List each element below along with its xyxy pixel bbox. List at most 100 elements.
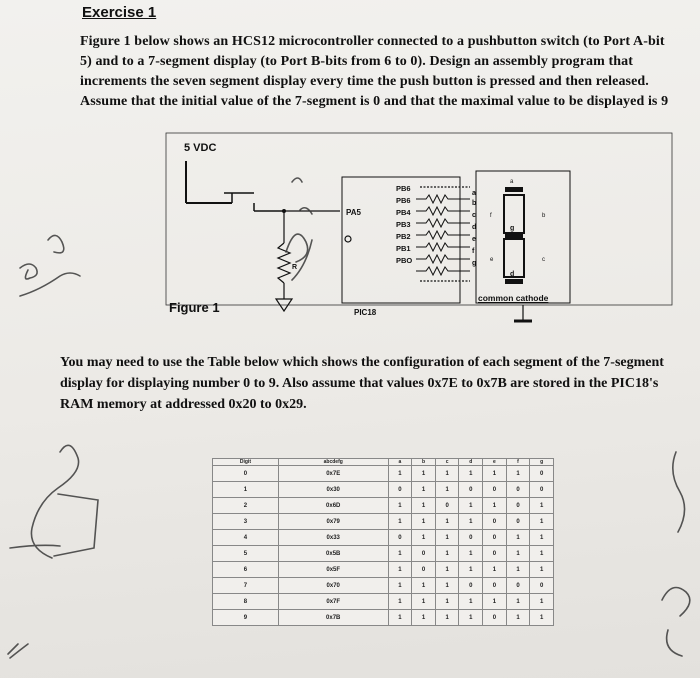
table-cell: 1: [411, 577, 436, 594]
table-cell: 1: [482, 465, 507, 482]
table-cell: 0x7F: [277, 593, 389, 610]
table-cell: 0x7B: [277, 609, 389, 626]
table-header-cell: g: [529, 458, 554, 466]
table-cell: 0: [212, 465, 279, 482]
figure-label: Figure 1: [169, 300, 220, 315]
supply-label: 5 VDC: [184, 142, 216, 154]
table-cell: 1: [411, 481, 436, 498]
table-cell: 0x7E: [277, 465, 389, 482]
table-cell: 1: [458, 609, 484, 626]
table-cell: 0x5F: [277, 561, 389, 578]
table-cell: 1: [434, 609, 460, 626]
table-header-cell: b: [411, 458, 436, 466]
pin-pb3: PB3: [396, 220, 411, 229]
table-cell: 0x5B: [277, 545, 389, 562]
table-cell: 1: [505, 593, 531, 610]
table-cell: 0: [434, 497, 460, 514]
table-cell: 4: [212, 529, 279, 546]
table-cell: 0x79: [277, 513, 389, 530]
table-cell: 2: [212, 497, 279, 514]
table-cell: 1: [387, 561, 413, 578]
table-cell: 0: [505, 497, 531, 514]
table-cell: 5: [212, 545, 279, 562]
table-cell: 0: [529, 577, 554, 594]
table-cell: 1: [387, 545, 413, 562]
table-cell: 1: [411, 513, 436, 530]
table-cell: 1: [411, 609, 436, 626]
table-cell: 1: [387, 609, 413, 626]
disp-d: d: [510, 271, 514, 278]
table-cell: 0: [482, 545, 507, 562]
circuit-figure: 5 VDC PA5 PB6 PB6 PB4 PB3 PB2 PB1 PBO R …: [165, 132, 673, 323]
table-cell: 8: [212, 593, 279, 610]
table-intro-paragraph: You may need to use the Table below whic…: [60, 355, 664, 412]
table-cell: 1: [411, 593, 436, 610]
table-cell: 0: [387, 481, 413, 498]
table-cell: 3: [212, 513, 279, 530]
seg-label-b: b: [472, 200, 476, 207]
table-cell: 1: [387, 577, 413, 594]
table-cell: 1: [212, 481, 279, 498]
table-cell: 0: [529, 465, 554, 482]
pa5-label: PA5: [346, 208, 362, 217]
table-cell: 1: [458, 545, 484, 562]
table-cell: 0: [458, 577, 484, 594]
table-cell: 1: [434, 577, 460, 594]
table-cell: 1: [434, 513, 460, 530]
table-cell: 1: [529, 593, 554, 610]
table-cell: 0: [482, 529, 507, 546]
table-cell: 0x70: [277, 577, 389, 594]
table-cell: 0: [458, 481, 484, 498]
table-header-cell: e: [482, 458, 507, 466]
table-cell: 1: [529, 497, 554, 514]
table-cell: 0: [387, 529, 413, 546]
table-cell: 0: [482, 577, 507, 594]
table-cell: 1: [458, 497, 484, 514]
pin-pb1: PB1: [396, 244, 411, 253]
table-header-cell: Digit: [212, 458, 279, 466]
seg-label-a: a: [472, 190, 476, 197]
pin-pb4: PB4: [396, 208, 411, 217]
table-cell: 1: [458, 465, 484, 482]
table-cell: 1: [482, 497, 507, 514]
disp-g: g: [510, 225, 514, 232]
table-cell: 0: [482, 513, 507, 530]
seg-label-f: f: [472, 248, 475, 255]
table-cell: 0: [482, 481, 507, 498]
pin-pb6a: PB6: [396, 184, 411, 193]
chip-label: PIC18: [354, 308, 377, 317]
pin-pb2: PB2: [396, 232, 411, 241]
table-cell: 1: [387, 513, 413, 530]
table-cell: 0: [505, 481, 531, 498]
disp-b: b: [542, 213, 546, 219]
table-cell: 1: [529, 545, 554, 562]
disp-c: c: [542, 257, 545, 263]
table-cell: 0x6D: [277, 497, 389, 514]
table-header-cell: a: [387, 458, 413, 466]
table-cell: 0x30: [277, 481, 389, 498]
table-cell: 1: [434, 561, 460, 578]
table-header-cell: d: [458, 458, 484, 466]
table-cell: 0: [505, 513, 531, 530]
table-cell: 1: [411, 465, 436, 482]
table-cell: 1: [434, 481, 460, 498]
table-cell: 1: [411, 497, 436, 514]
seg-label-c: c: [472, 212, 476, 219]
table-cell: 7: [212, 577, 279, 594]
table-cell: 1: [529, 561, 554, 578]
table-cell: 0: [411, 545, 436, 562]
table-header-cell: c: [434, 458, 460, 466]
table-cell: 1: [434, 593, 460, 610]
table-cell: 0: [482, 609, 507, 626]
table-cell: 9: [212, 609, 279, 626]
disp-f: f: [490, 213, 492, 219]
table-cell: 1: [482, 561, 507, 578]
